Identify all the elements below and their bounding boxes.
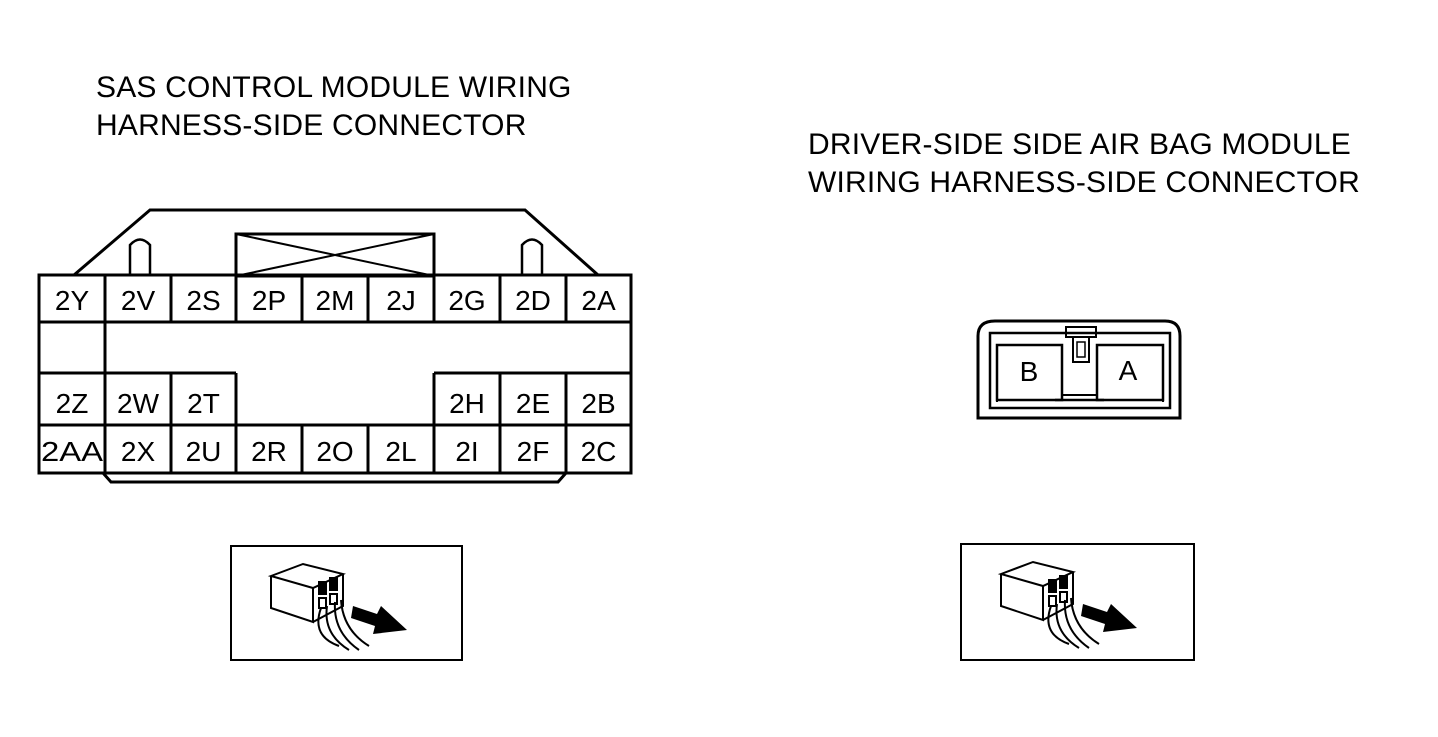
sas-pin-2u: 2U (186, 436, 222, 467)
sas-pin-2e: 2E (516, 388, 550, 419)
airbag-connector-title-line-1: DRIVER-SIDE SIDE AIR BAG MODULE (808, 128, 1351, 161)
sas-pin-2m: 2M (316, 285, 355, 316)
sas-pin-2y: 2Y (55, 285, 90, 316)
sas-connector-title-line-2: HARNESS-SIDE CONNECTOR (96, 109, 527, 142)
sas-pin-2f: 2F (517, 436, 550, 467)
sas-pin-2c: 2C (581, 436, 617, 467)
sas-pin-grid: 2Y 2V 2S 2P 2M 2J 2G 2D 2A 2Z 2W 2T 2H 2E 2B 2AA 2X 2U 2R 2… (41, 285, 616, 467)
sas-connector-title-line-1: SAS CONTROL MODULE WIRING (96, 71, 572, 104)
airbag-connector (976, 319, 1182, 420)
airbag-pin-b: B (1020, 356, 1039, 387)
airbag-pin-a: A (1119, 355, 1138, 386)
sas-pin-2x: 2X (121, 436, 156, 467)
sas-pin-2i: 2I (455, 436, 478, 467)
airbag-connector-title-line-2: WIRING HARNESS-SIDE CONNECTOR (808, 166, 1360, 199)
sas-pin-2p: 2P (252, 285, 286, 316)
harness-side-connector-icon (230, 545, 463, 661)
sas-connector (37, 208, 633, 484)
sas-pin-2g: 2G (448, 285, 485, 316)
sas-pin-2l: 2L (385, 436, 416, 467)
sas-pin-2z: 2Z (56, 388, 89, 419)
sas-pin-2r: 2R (251, 436, 287, 467)
sas-pin-2w: 2W (117, 388, 160, 419)
sas-pin-2b: 2B (581, 388, 615, 419)
sas-pin-2t: 2T (187, 388, 220, 419)
sas-pin-2aa: 2AA (41, 436, 103, 467)
sas-pin-2j: 2J (386, 285, 416, 316)
sas-pin-2v: 2V (121, 285, 156, 316)
sas-pin-2s: 2S (186, 285, 220, 316)
sas-pin-2h: 2H (449, 388, 485, 419)
sas-pin-2o: 2O (316, 436, 353, 467)
sas-connector-title: SAS CONTROL MODULE WIRING HARNESS-SIDE C… (96, 69, 572, 145)
airbag-connector-title: DRIVER-SIDE SIDE AIR BAG MODULE WIRING H… (808, 126, 1360, 202)
harness-side-connector-icon (960, 543, 1195, 661)
sas-pin-2d: 2D (515, 285, 551, 316)
sas-pin-2a: 2A (581, 285, 616, 316)
